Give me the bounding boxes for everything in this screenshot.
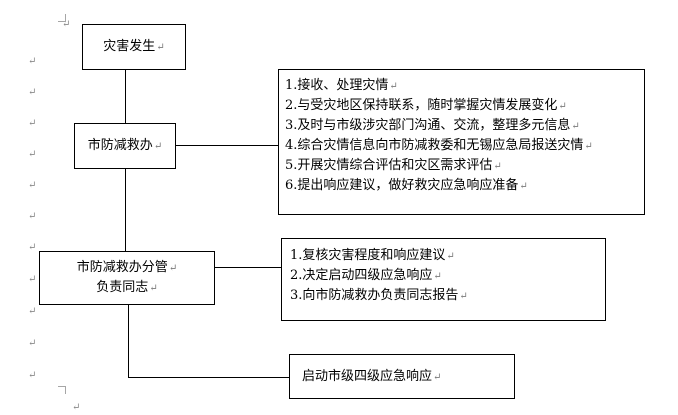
duty-item: 6.提出响应建议，做好救灾应急响应准备↵ <box>285 178 528 193</box>
paragraph-mark-icon: ↵ <box>493 161 502 172</box>
edge-officer-down <box>128 304 129 378</box>
paragraph-mark-icon: ↵ <box>28 180 37 191</box>
note-office-duties: 1.接收、处理灾情↵ 2.与受灾地区保持联系，随时掌握灾情发展变化↵ 3.及时与… <box>278 69 645 215</box>
paragraph-mark-icon: ↵ <box>519 181 528 192</box>
paragraph-mark-icon: ↵ <box>28 149 37 160</box>
crop-mark-top-left <box>58 14 66 22</box>
edge-officer-to-duties <box>214 267 281 268</box>
paragraph-mark-icon: ↵ <box>571 121 580 132</box>
node-city-office: 市防减救办↵ <box>74 123 176 169</box>
paragraph-mark-icon: ↵ <box>433 271 442 282</box>
paragraph-mark-icon: ↵ <box>584 141 593 152</box>
paragraph-mark-icon: ↵ <box>28 242 37 253</box>
paragraph-mark-icon: ↵ <box>28 370 37 381</box>
paragraph-mark-icon: ↵ <box>389 81 398 92</box>
duty-item: 4.综合灾情信息向市防减救委和无锡应急局报送灾情↵ <box>285 138 593 153</box>
paragraph-mark-icon: ↵ <box>433 372 442 383</box>
duty-item: 2.决定启动四级应急响应↵ <box>290 268 442 283</box>
duty-item: 5.开展灾情综合评估和灾区需求评估↵ <box>285 158 502 173</box>
paragraph-mark-icon: ↵ <box>28 87 37 98</box>
duty-item: 2.与受灾地区保持联系，随时掌握灾情发展变化↵ <box>285 98 567 113</box>
paragraph-mark-icon: ↵ <box>153 141 163 152</box>
duty-item: 1.复核灾害程度和响应建议↵ <box>290 248 455 263</box>
paragraph-mark-icon: ↵ <box>28 118 37 129</box>
edge-office-to-duties <box>175 145 278 146</box>
crop-mark-bottom-left <box>58 386 66 394</box>
edge-to-launch-response <box>128 377 289 378</box>
paragraph-mark-icon: ↵ <box>28 211 37 222</box>
note-officer-duties: 1.复核灾害程度和响应建议↵ 2.决定启动四级应急响应↵ 3.向市防减救办负责同… <box>281 238 606 321</box>
paragraph-mark-icon: ↵ <box>446 251 455 262</box>
paragraph-mark-icon: ↵ <box>28 56 37 67</box>
paragraph-mark-icon: ↵ <box>156 42 165 53</box>
node-label-line-1: 市防减救办分管 <box>76 260 168 275</box>
node-disaster-occurs: 灾害发生↵ <box>82 24 186 70</box>
node-office-officer: 市防减救办分管↵ 负责同志↵ <box>39 251 215 305</box>
duty-item: 1.接收、处理灾情↵ <box>285 78 398 93</box>
paragraph-mark-icon: ↵ <box>28 338 37 349</box>
paragraph-mark-icon: ↵ <box>149 283 158 294</box>
duty-item: 3.及时与市级涉灾部门沟通、交流，整理多元信息↵ <box>285 118 580 133</box>
edge-disaster-to-office <box>125 69 126 123</box>
node-label-line-2: 负责同志 <box>96 280 149 295</box>
edge-office-to-officer <box>125 168 126 252</box>
paragraph-mark-icon: ↵ <box>28 274 37 285</box>
node-label: 启动市级四级应急响应 <box>302 369 433 384</box>
paragraph-mark-icon: ↵ <box>72 402 81 413</box>
duty-item: 3.向市防减救办负责同志报告↵ <box>290 288 468 303</box>
node-label: 市防减救办 <box>87 138 153 153</box>
paragraph-mark-icon: ↵ <box>62 19 71 30</box>
paragraph-mark-icon: ↵ <box>168 263 178 274</box>
node-launch-response: 启动市级四级应急响应↵ <box>289 354 515 399</box>
paragraph-mark-icon: ↵ <box>459 291 468 302</box>
paragraph-mark-icon: ↵ <box>28 306 37 317</box>
node-label: 灾害发生 <box>103 39 156 54</box>
paragraph-mark-icon: ↵ <box>558 101 567 112</box>
